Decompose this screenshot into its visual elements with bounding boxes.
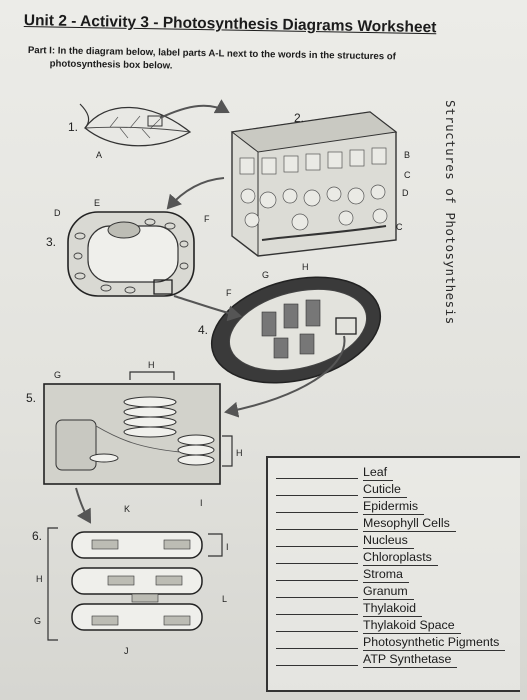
label-b: B	[404, 150, 410, 160]
label-l: L	[222, 594, 227, 604]
step-number-3: 3.	[46, 235, 56, 249]
step-number-5: 5.	[26, 391, 36, 405]
structure-row-stroma: Stroma	[268, 566, 520, 583]
granum-closeup	[43, 371, 233, 485]
structure-row-mesophyll: Mesophyll Cells	[268, 515, 520, 532]
label-a: A	[96, 150, 102, 160]
thylakoid-detail	[47, 527, 223, 641]
structure-term: Leaf	[363, 465, 394, 481]
label-h-detail: H	[36, 574, 43, 584]
answer-blank[interactable]	[276, 614, 358, 615]
step-number-1: 1.	[68, 120, 78, 134]
label-g-chloroplast: G	[262, 270, 269, 280]
answer-blank[interactable]	[276, 648, 358, 649]
structure-term: Cuticle	[363, 482, 407, 498]
leaf-cross-section	[230, 111, 398, 257]
label-h-chloroplast: H	[302, 262, 309, 272]
answer-blank[interactable]	[276, 529, 358, 530]
structure-term: ATP Synthetase	[363, 652, 458, 668]
structure-term: Mesophyll Cells	[363, 516, 456, 532]
leaf-illustration	[79, 103, 192, 147]
answer-blank[interactable]	[276, 580, 358, 581]
label-f-chloroplast: F	[226, 288, 232, 298]
structure-row-chloroplasts: Chloroplasts	[268, 549, 520, 566]
structure-term: Nucleus	[363, 533, 414, 549]
answer-blank[interactable]	[276, 597, 358, 598]
step-number-2: 2.	[294, 111, 304, 125]
structure-term: Granum	[363, 584, 414, 600]
label-c-top: C	[404, 170, 411, 180]
answer-blank[interactable]	[276, 631, 358, 632]
label-h-granum: H	[148, 360, 155, 370]
structure-term: Photosynthetic Pigments	[363, 635, 506, 651]
structure-term: Thylakoid	[363, 601, 423, 617]
structure-row-thylakoid: Thylakoid	[268, 600, 520, 617]
answer-blank[interactable]	[276, 546, 358, 547]
label-i-detail: I	[226, 542, 229, 552]
answer-blank[interactable]	[276, 495, 358, 496]
structure-term: Stroma	[363, 567, 409, 583]
structure-row-epidermis: Epidermis	[268, 498, 520, 515]
structure-row-atp-synthetase: ATP Synthetase	[268, 651, 520, 668]
label-g-granum: G	[54, 370, 61, 380]
label-e: E	[94, 198, 100, 208]
answer-blank[interactable]	[276, 512, 358, 513]
answer-blank[interactable]	[276, 665, 358, 666]
label-i-granum: I	[200, 498, 203, 508]
label-d-top: D	[402, 188, 409, 198]
plant-cell	[67, 211, 195, 297]
step-number-4: 4.	[198, 323, 208, 337]
structure-term: Epidermis	[363, 499, 425, 515]
structure-row-nucleus: Nucleus	[268, 532, 520, 549]
structure-row-cuticle: Cuticle	[268, 481, 520, 498]
structure-row-thylakoid-space: Thylakoid Space	[268, 617, 520, 634]
answer-blank[interactable]	[276, 478, 358, 479]
step-number-6: 6.	[32, 529, 42, 543]
label-f-cell: F	[204, 214, 210, 224]
structure-row-granum: Granum	[268, 583, 520, 600]
structure-term: Thylakoid Space	[363, 618, 461, 634]
side-title: Structures of Photosynthesis	[443, 100, 458, 325]
label-j: J	[124, 646, 129, 656]
chloroplast-illustration	[210, 276, 382, 384]
flow-arrows	[75, 99, 346, 524]
structure-row-leaf: Leaf	[268, 464, 520, 481]
structure-row-pigments: Photosynthetic Pigments	[268, 634, 520, 651]
answer-blank[interactable]	[276, 563, 358, 564]
label-g-detail: G	[34, 616, 41, 626]
label-d: D	[54, 208, 61, 218]
structures-box: Leaf Cuticle Epidermis Mesophyll Cells N…	[266, 456, 520, 692]
label-k: K	[124, 504, 130, 514]
structure-term: Chloroplasts	[363, 550, 438, 566]
label-h-side: H	[236, 448, 243, 458]
label-c-bottom: C	[396, 222, 403, 232]
